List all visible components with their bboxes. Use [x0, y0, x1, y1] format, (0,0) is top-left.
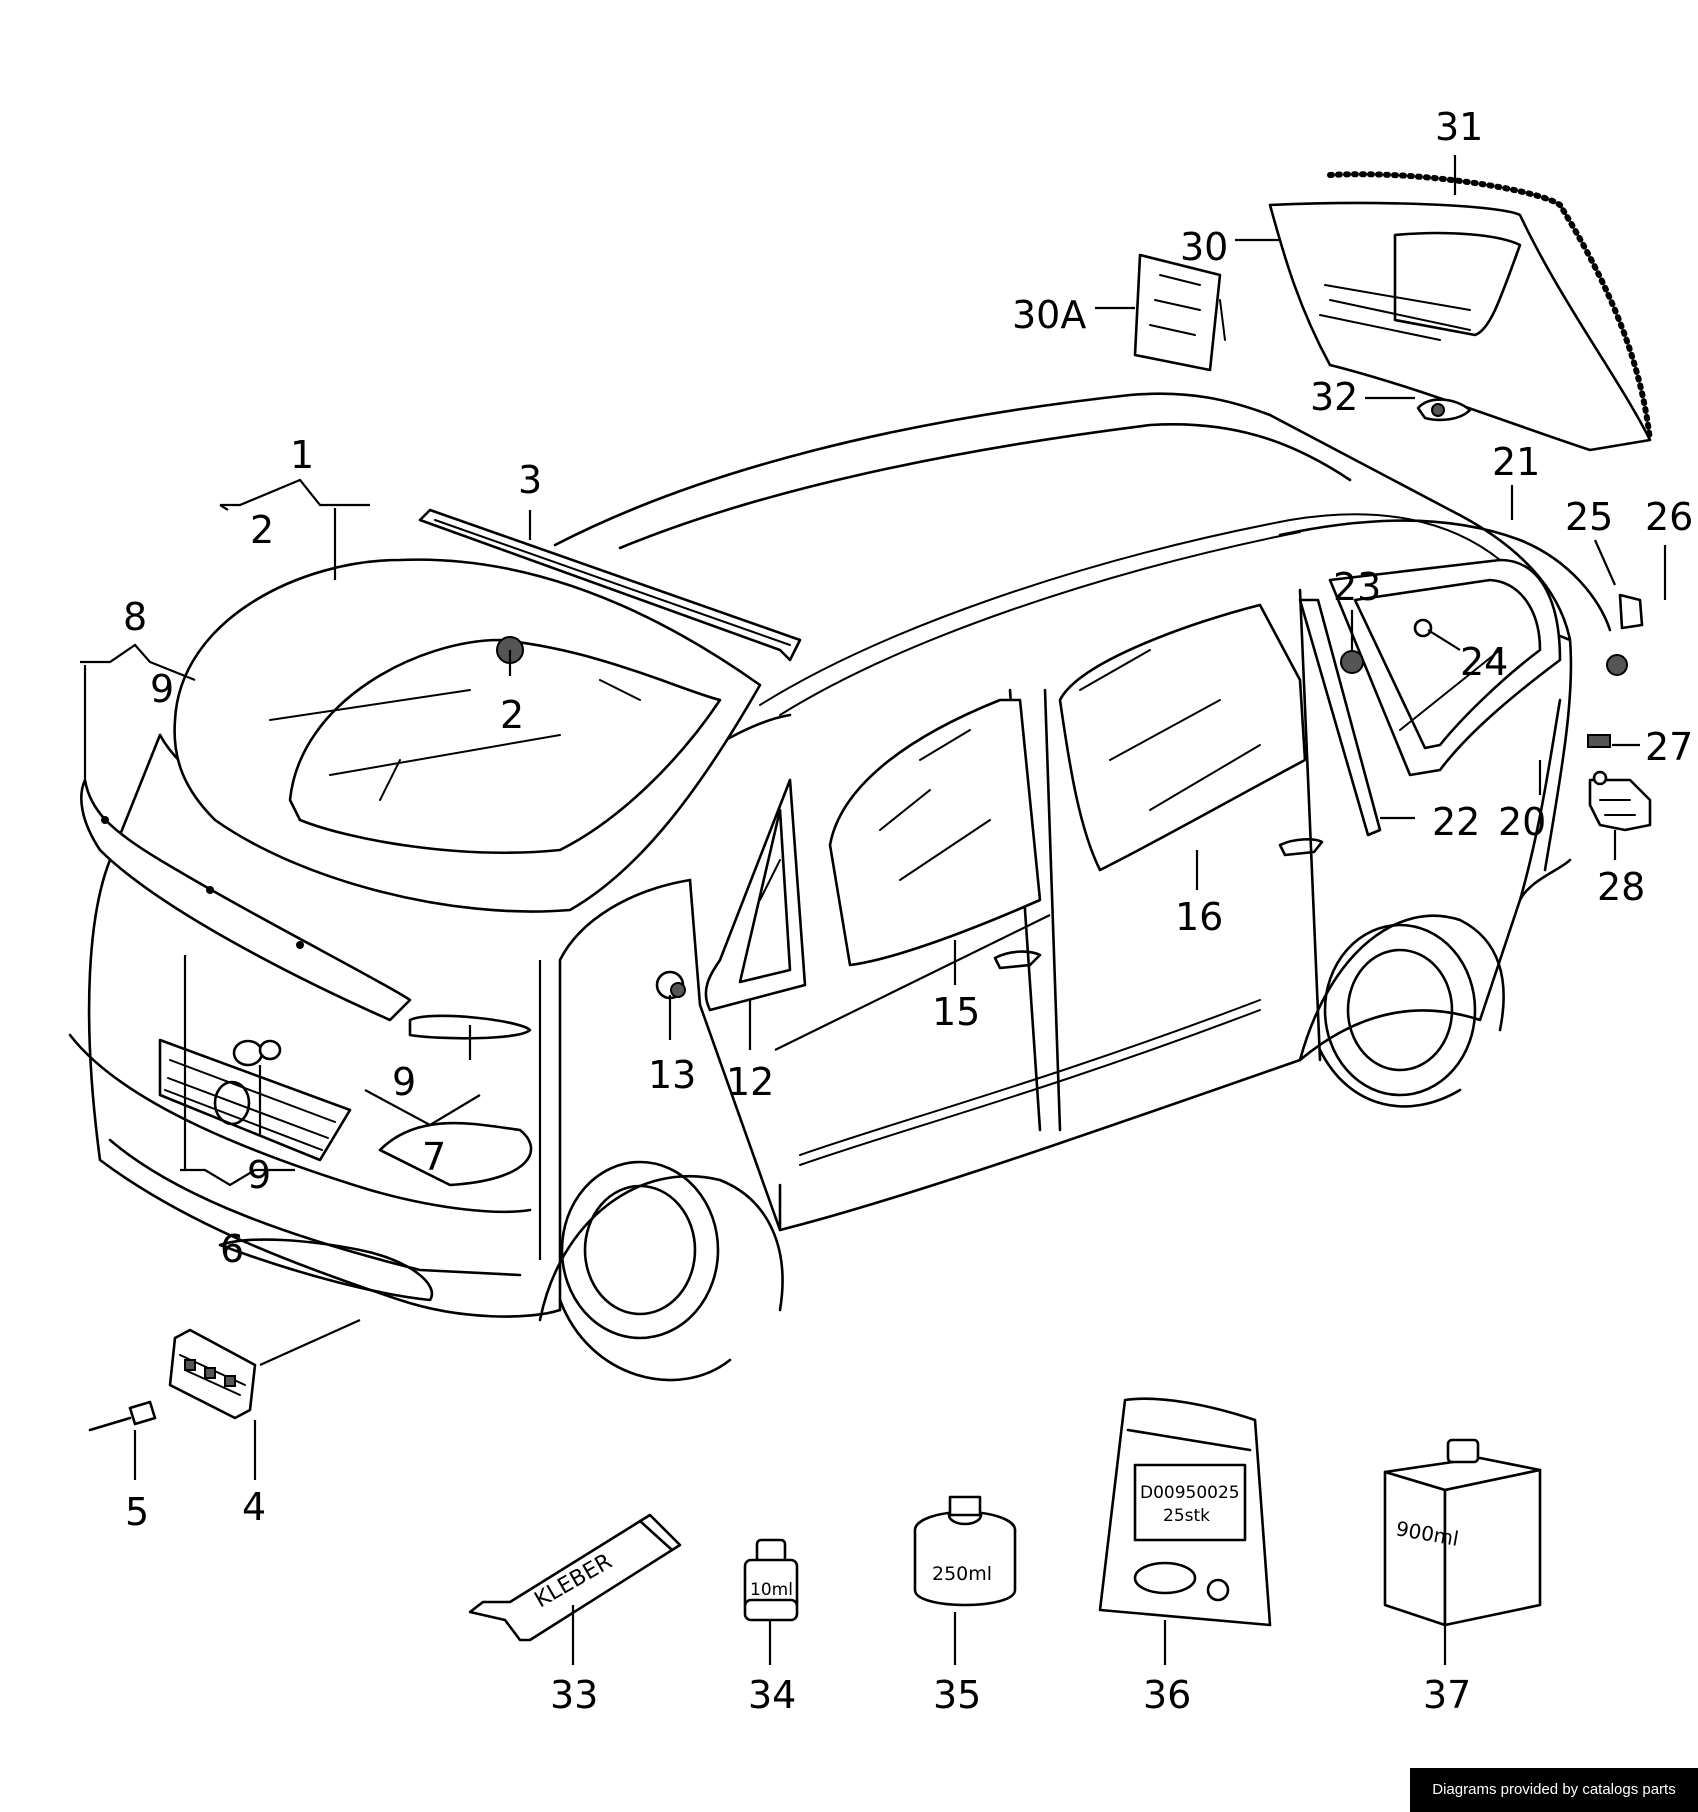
callout-5: 5 [125, 1490, 149, 1534]
mounting-plate-4 [168, 1328, 257, 1420]
jar-label: 250ml [932, 1563, 992, 1585]
callout-3: 3 [518, 458, 542, 502]
bracket-28 [1588, 770, 1652, 832]
primer-bottle-small: 10ml [743, 1538, 799, 1622]
windshield [173, 558, 762, 913]
leader-lines [80, 155, 1667, 1665]
callout-12: 12 [726, 1060, 774, 1104]
front-door-window [828, 698, 1042, 967]
callout-9-bottom: 9 [247, 1153, 271, 1197]
callout-13: 13 [648, 1053, 696, 1097]
callout-36: 36 [1143, 1673, 1191, 1717]
callout-6: 6 [220, 1227, 244, 1271]
callout-28: 28 [1597, 865, 1645, 909]
wiper-part-32 [1416, 398, 1472, 422]
callout-27: 27 [1645, 725, 1693, 769]
callout-34: 34 [748, 1673, 796, 1717]
rear-window-glass [1268, 171, 1653, 452]
clip-13 [655, 970, 686, 1000]
clip-27 [1587, 734, 1611, 748]
primer-jar: 250ml [913, 1495, 1017, 1607]
callout-21: 21 [1492, 440, 1540, 484]
callout-16: 16 [1175, 895, 1223, 939]
sliding-door-window [1058, 603, 1307, 872]
callout-25: 25 [1565, 495, 1613, 539]
callout-4: 4 [242, 1485, 266, 1529]
window-seal-22 [1298, 598, 1382, 837]
bag-code: D00950025 [1140, 1483, 1240, 1503]
rivet-5 [88, 1400, 157, 1432]
callout-35: 35 [933, 1673, 981, 1717]
adhesive-tube: KLEBER [468, 1513, 682, 1642]
callout-30: 30 [1180, 225, 1228, 269]
cleaner-can: 900ml [1383, 1438, 1542, 1627]
callout-1: 1 [290, 433, 314, 477]
van-body [68, 392, 1573, 1382]
callout-15: 15 [932, 990, 980, 1034]
callout-22: 22 [1432, 800, 1480, 844]
callout-24: 24 [1460, 640, 1508, 684]
bolt-23 [1340, 650, 1364, 674]
callout-8: 8 [123, 595, 147, 639]
callout-2: 2 [500, 693, 524, 737]
credit-banner: Diagrams provided by catalogs parts [1410, 1768, 1698, 1812]
rear-side-window [1278, 519, 1612, 777]
callout-26: 26 [1645, 495, 1693, 539]
callout-37: 37 [1423, 1673, 1471, 1717]
callout-2-top: 2 [250, 508, 274, 552]
bottle-label: 10ml [750, 1580, 793, 1600]
callout-33: 33 [550, 1673, 598, 1717]
callout-9-mid: 9 [392, 1060, 416, 1104]
clip-fastener-9 [232, 1039, 282, 1067]
callout-20: 20 [1498, 800, 1546, 844]
callout-32: 32 [1310, 375, 1358, 419]
callout-30a: 30A [1012, 293, 1086, 337]
callout-9-top: 9 [150, 667, 174, 711]
callout-7: 7 [422, 1135, 446, 1179]
cleaning-wipes-bag: D00950025 25stk [1098, 1397, 1272, 1627]
callout-31: 31 [1435, 105, 1483, 149]
quarter-window-front [704, 778, 807, 1012]
windshield-trim-strip [418, 508, 802, 662]
callout-23: 23 [1333, 565, 1381, 609]
bag-quantity: 25stk [1163, 1506, 1210, 1526]
front-trim-panel [80, 778, 412, 1022]
callout-labels: 1 2 2 3 4 5 6 7 8 9 9 9 12 13 15 16 20 2… [123, 105, 1693, 1717]
trim-clip-25-26 [1606, 593, 1644, 676]
repair-sheet-30a [1133, 253, 1226, 372]
